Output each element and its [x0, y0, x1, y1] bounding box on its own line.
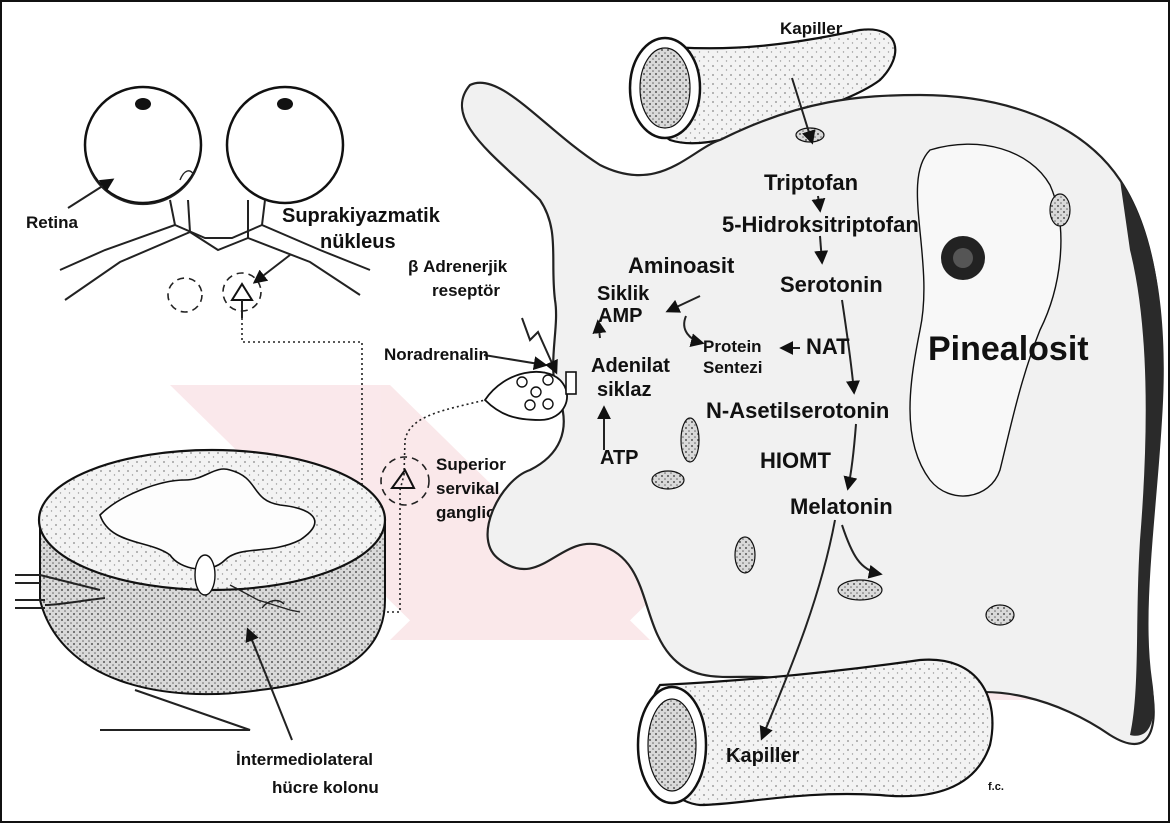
servikal-label: servikal	[436, 479, 499, 498]
beta-label-line1: β Adrenerjik	[408, 257, 508, 276]
suprachiasmatic-nucleus	[223, 273, 261, 318]
triptofan-label: Triptofan	[764, 170, 858, 195]
protein-label: Protein	[703, 337, 762, 356]
right-eye	[227, 87, 343, 203]
sentezi-label: Sentezi	[703, 358, 763, 377]
siklaz-label: siklaz	[597, 379, 651, 401]
retina-arrow	[68, 180, 112, 208]
pinealosit-label: Pinealosit	[928, 330, 1089, 368]
supra-label-line2: nükleus	[320, 231, 396, 253]
noradrenalin-arrow	[484, 355, 545, 365]
beta-label-line2: reseptör	[432, 281, 500, 300]
adenilat-label: Adenilat	[591, 355, 670, 377]
intermedio-label-line1: İntermediolateral	[236, 750, 373, 769]
artist-signature: f.c.	[988, 781, 1004, 793]
serotonin-label: Serotonin	[780, 272, 883, 297]
supra-label-line1: Suprakiyazmatik	[282, 205, 441, 227]
asetil-label: N-Asetilserotonin	[706, 398, 889, 423]
amp-label: AMP	[598, 305, 642, 327]
noradrenalin-label: Noradrenalin	[384, 345, 489, 364]
siklik-label: Siklik	[597, 283, 650, 305]
bottom-capillary	[638, 660, 992, 805]
nat-label: NAT	[806, 334, 850, 359]
kapiller-top-label: Kapiller	[780, 19, 843, 38]
hiomt-label: HIOMT	[760, 448, 831, 473]
kapiller-bottom-label: Kapiller	[726, 745, 800, 767]
melatonin-label: Melatonin	[790, 494, 893, 519]
retina-label: Retina	[26, 213, 79, 232]
supra-arrow	[255, 255, 290, 282]
intermedio-label-line2: hücre kolonu	[272, 778, 379, 797]
spinal-cord	[39, 450, 385, 694]
spinal-pointer-lines	[100, 690, 250, 730]
hidroksi-label: 5-Hidroksitriptofan	[722, 212, 919, 237]
left-nucleus-circle	[168, 278, 202, 312]
superior-label: Superior	[436, 455, 506, 474]
aminoasit-label: Aminoasit	[628, 253, 735, 278]
atp-label: ATP	[600, 447, 639, 469]
